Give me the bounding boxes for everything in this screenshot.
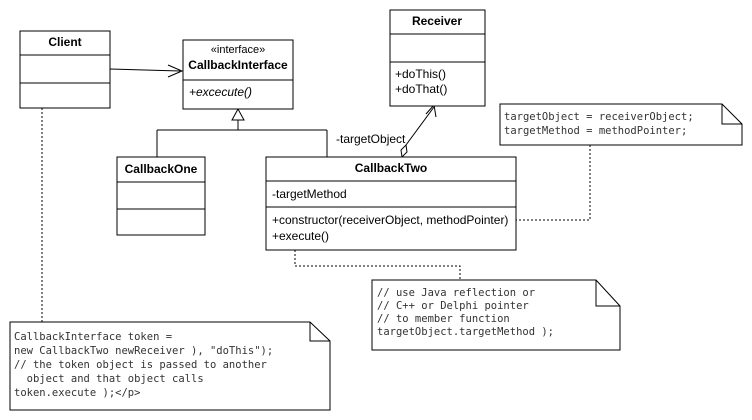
callback-two-operation-constructor: +constructor(receiverObject, methodPoint… bbox=[272, 213, 508, 227]
callback-two-operation-execute: +execute() bbox=[272, 229, 329, 243]
reflection-note-line-1: // use Java reflection or bbox=[377, 287, 535, 299]
interface-operation: +excecute() bbox=[189, 85, 252, 99]
reflection-note-line-2: // C++ or Delphi pointer bbox=[377, 300, 529, 312]
note-reflection[interactable]: // use Java reflection or // C++ or Delp… bbox=[371, 279, 621, 351]
reflection-note-line-3: // to member function bbox=[377, 313, 510, 325]
class-callback-two[interactable]: CallbackTwo -targetMethod +constructor(r… bbox=[265, 156, 517, 251]
receiver-class-name: Receiver bbox=[412, 14, 462, 28]
class-callback-interface[interactable]: «interface» CallbackInterface +excecute(… bbox=[182, 39, 294, 110]
target-object-role-label: -targetObject bbox=[336, 132, 406, 146]
reflection-note-line-4: targetObject.targetMethod ); bbox=[377, 326, 554, 338]
client-interface-association bbox=[109, 64, 184, 78]
target-note-anchor bbox=[515, 145, 591, 221]
interface-class-name: CallbackInterface bbox=[188, 58, 288, 72]
receiver-operation-dothis: +doThis() bbox=[395, 67, 446, 81]
callback-one-class-name: CallbackOne bbox=[125, 162, 198, 176]
callback-two-class-name: CallbackTwo bbox=[355, 161, 427, 175]
receiver-operation-dothat: +doThat() bbox=[395, 82, 447, 96]
target-note-line-2: targetMethod = methodPointer; bbox=[504, 125, 687, 137]
note-target-assignment[interactable]: targetObject = receiverObject; targetMet… bbox=[499, 103, 743, 146]
class-client[interactable]: Client bbox=[19, 30, 111, 109]
client-note-line-3: // the token object is passed to another bbox=[14, 359, 267, 371]
client-note-line-2: new CallbackTwo newReceiver ), "doThis")… bbox=[14, 345, 273, 357]
note-client-usage[interactable]: CallbackInterface token = new CallbackTw… bbox=[9, 321, 331, 411]
client-class-name: Client bbox=[48, 35, 81, 49]
class-callback-one[interactable]: CallbackOne bbox=[116, 156, 206, 236]
client-note-line-5: token.execute );</p> bbox=[14, 387, 140, 399]
generalization-arrowhead bbox=[231, 107, 245, 121]
client-note-line-4: object and that object calls bbox=[14, 373, 204, 385]
target-note-line-1: targetObject = receiverObject; bbox=[504, 111, 694, 123]
aggregation-diamond bbox=[400, 143, 408, 159]
generalization-tree bbox=[156, 107, 328, 157]
callback-two-attribute: -targetMethod bbox=[272, 187, 347, 201]
reflection-note-anchor bbox=[294, 250, 461, 280]
class-receiver[interactable]: Receiver +doThis() +doThat() bbox=[389, 9, 486, 107]
aggregation-to-receiver bbox=[400, 103, 437, 159]
client-note-line-1: CallbackInterface token = bbox=[14, 331, 172, 343]
interface-stereotype: «interface» bbox=[211, 44, 265, 56]
